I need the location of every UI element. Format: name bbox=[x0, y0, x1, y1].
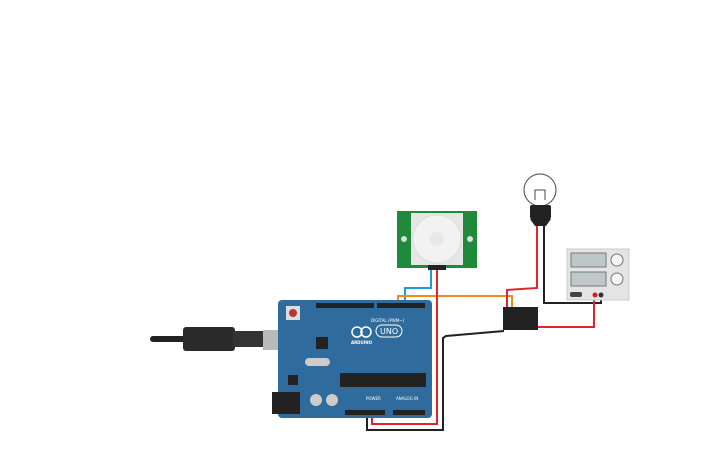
pir-sensor[interactable] bbox=[397, 211, 477, 270]
wire-black-gnd[interactable] bbox=[366, 330, 505, 431]
arduino-uno-board[interactable]: DIGITAL (PWM~) ARDUINO UNO POWER ANALOG … bbox=[272, 300, 432, 418]
arduino-brand: ARDUINO bbox=[351, 340, 373, 345]
wire-red-relay-bulb[interactable] bbox=[506, 224, 538, 308]
wire-blue-signal[interactable] bbox=[404, 268, 432, 304]
light-bulb[interactable] bbox=[523, 173, 557, 226]
usb-cable[interactable] bbox=[150, 327, 291, 351]
digital-label: DIGITAL (PWM~) bbox=[371, 318, 405, 323]
analog-label: ANALOG IN bbox=[396, 396, 418, 401]
uno-logo: UNO bbox=[380, 327, 398, 336]
power-label: POWER bbox=[366, 396, 381, 401]
power-supply[interactable] bbox=[566, 248, 630, 301]
relay[interactable] bbox=[503, 307, 538, 330]
wire-red-relay-supply[interactable] bbox=[538, 295, 595, 328]
